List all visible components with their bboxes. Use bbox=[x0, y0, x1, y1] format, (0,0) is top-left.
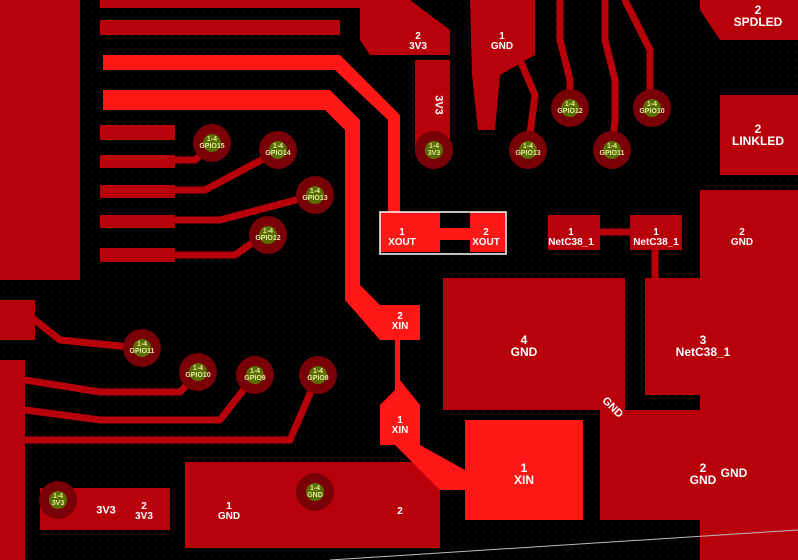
via-gpio13[interactable] bbox=[509, 131, 547, 169]
via-gpio10[interactable] bbox=[633, 89, 671, 127]
via-3v3[interactable] bbox=[415, 131, 453, 169]
via-gpio12[interactable] bbox=[249, 216, 287, 254]
via-gnd[interactable] bbox=[296, 473, 334, 511]
via-gpio11[interactable] bbox=[593, 131, 631, 169]
via-3v3[interactable] bbox=[39, 481, 77, 519]
via-gpio9[interactable] bbox=[236, 356, 274, 394]
via-gpio12[interactable] bbox=[551, 89, 589, 127]
via-gpio8[interactable] bbox=[299, 356, 337, 394]
via-gpio14[interactable] bbox=[259, 131, 297, 169]
via-gpio10[interactable] bbox=[179, 353, 217, 391]
via-gpio11[interactable] bbox=[123, 329, 161, 367]
via-gpio13[interactable] bbox=[296, 176, 334, 214]
via-gpio15[interactable] bbox=[193, 124, 231, 162]
